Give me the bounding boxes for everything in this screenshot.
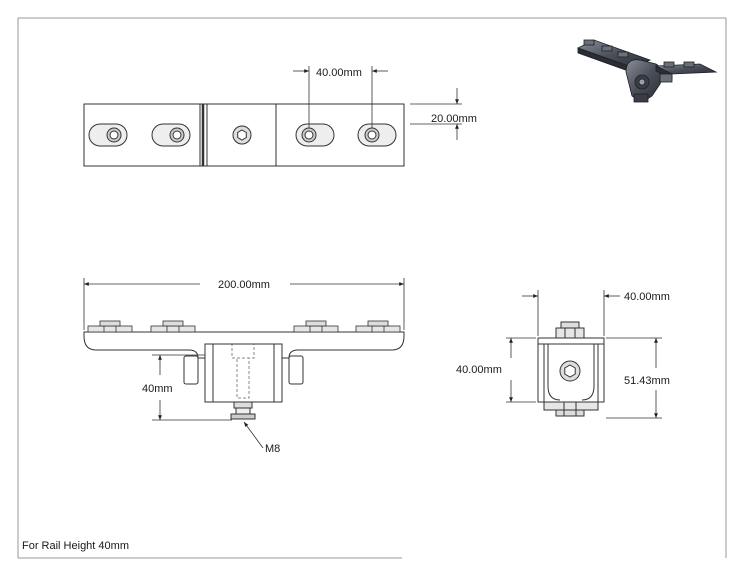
- bolt-3: [293, 320, 339, 333]
- bolt-2: [150, 320, 196, 333]
- dim-side-width: [522, 290, 620, 336]
- thread-label: M8: [265, 443, 280, 455]
- bracket-body: [204, 337, 283, 403]
- dim-bracket-height: [152, 354, 232, 421]
- plate-width-label: 20.00mm: [431, 113, 477, 125]
- slot-spacing-label: 40.00mm: [316, 67, 362, 79]
- thread-leader: [243, 421, 264, 449]
- dim-slot-spacing: [293, 66, 388, 128]
- dim-side-height: [506, 337, 536, 403]
- center-bolt: [232, 125, 252, 145]
- side-block-right: [288, 355, 304, 385]
- slot-1: [88, 123, 128, 147]
- rail-height-note: For Rail Height 40mm: [22, 540, 129, 552]
- side-height-label: 40.00mm: [456, 364, 502, 376]
- front-view: [83, 331, 405, 420]
- dim-total-height: [606, 337, 662, 419]
- side-view: [537, 321, 605, 417]
- side-width-label: 40.00mm: [624, 291, 670, 303]
- slot-4: [357, 123, 397, 147]
- bracket-height-label: 40mm: [142, 383, 173, 395]
- front-plate: [83, 331, 405, 359]
- total-height-label: 51.43mm: [624, 375, 670, 387]
- bolt-4: [355, 320, 401, 333]
- dim-plate-width: [410, 88, 462, 140]
- overall-length-label: 200.00mm: [218, 279, 270, 291]
- slot-2: [151, 123, 191, 147]
- sheet-frame: [17, 17, 727, 559]
- front-bolts: [87, 320, 401, 333]
- slot-3: [295, 123, 335, 147]
- bolt-1: [87, 320, 133, 333]
- side-block-left: [183, 355, 199, 385]
- top-view: [83, 103, 405, 167]
- isometric-preview: [576, 39, 718, 103]
- dim-overall-length: [83, 278, 405, 330]
